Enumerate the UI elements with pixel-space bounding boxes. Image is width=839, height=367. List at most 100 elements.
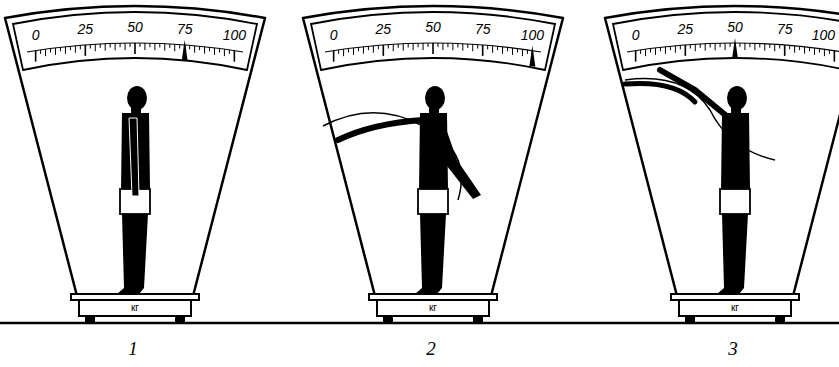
arm-motion-arc <box>323 113 461 200</box>
dial-number: 25 <box>78 22 94 36</box>
dial-tick <box>834 51 836 62</box>
dial-tick <box>759 43 760 47</box>
dial-tick <box>685 45 687 56</box>
dial-tick <box>779 45 780 49</box>
scale-foot <box>175 316 185 322</box>
arm-motion-arc <box>625 79 775 160</box>
dial-tick <box>462 44 463 51</box>
unit-label: кг <box>131 303 139 313</box>
person-neck <box>731 106 741 114</box>
dial-tick <box>482 45 484 56</box>
dial-tick <box>60 47 61 51</box>
dial-tick <box>408 43 409 47</box>
dial-tick <box>744 43 745 50</box>
dial-tick <box>502 47 503 54</box>
dial-tick <box>695 44 696 51</box>
dial-tick <box>789 45 790 49</box>
dial-tick <box>154 43 155 50</box>
dial-tick <box>100 44 101 48</box>
dial-tick <box>492 46 493 53</box>
scale-base <box>679 300 791 316</box>
dial-tick <box>829 50 830 54</box>
dial-tick <box>234 51 236 62</box>
dial-tick <box>338 50 339 54</box>
dial-tick <box>437 43 438 47</box>
dial-tick <box>373 46 374 53</box>
dial-tick <box>398 44 399 48</box>
dial-tick <box>144 43 145 50</box>
dial-tick <box>650 49 651 53</box>
dial-number: 25 <box>376 22 392 36</box>
dial-tick <box>80 45 81 49</box>
scale-base <box>79 300 191 316</box>
dial-number: 75 <box>777 22 793 36</box>
dial-tick <box>418 43 419 47</box>
dial-tick <box>125 43 126 50</box>
dial-tick <box>442 43 443 50</box>
dial-tick <box>40 50 41 54</box>
dial-tick <box>90 45 91 49</box>
person-legs <box>717 214 748 294</box>
figure-number: 2 <box>426 339 436 358</box>
dial-tick <box>35 51 37 62</box>
dial-tick <box>749 43 750 47</box>
dial-tick <box>720 43 721 47</box>
dial-tick <box>527 50 528 54</box>
dial-needle <box>529 46 535 67</box>
dial-tick <box>824 49 825 56</box>
dial-tick <box>764 44 765 51</box>
dial-tick <box>363 47 364 54</box>
dial-tick <box>660 47 661 51</box>
dial-number: 0 <box>632 28 640 42</box>
dial-number: 100 <box>521 28 544 42</box>
dial-tick <box>164 44 165 51</box>
dial-number: 100 <box>812 28 835 42</box>
dial-tick <box>754 43 755 50</box>
dial-tick <box>368 46 369 50</box>
scale-foot <box>383 316 393 322</box>
dial-tick <box>472 44 473 51</box>
dial-tick <box>457 43 458 47</box>
dial-tick <box>635 51 637 62</box>
scale-foot <box>775 316 785 322</box>
dial-number: 0 <box>330 28 338 42</box>
person-torso <box>721 113 750 190</box>
dial-tick <box>739 43 740 47</box>
dial-number: 0 <box>32 28 40 42</box>
dial-tick <box>348 49 349 53</box>
scale-base <box>377 300 489 316</box>
dial-tick <box>204 47 205 54</box>
unit-label: кг <box>429 303 437 313</box>
dial-tick <box>214 48 215 55</box>
dial-tick <box>670 46 671 50</box>
dial-tick <box>50 49 51 53</box>
dial-tick <box>149 43 150 47</box>
dial-tick <box>665 47 666 54</box>
dial-tick <box>209 47 210 51</box>
dial-tick <box>224 49 225 56</box>
dial-tick <box>343 49 344 56</box>
dial-tick <box>194 46 195 53</box>
person-arm <box>338 120 423 140</box>
dial-tick <box>799 46 800 50</box>
dial-tick <box>413 43 414 50</box>
dial-tick <box>70 46 71 50</box>
dial-tick <box>55 48 56 55</box>
dial-tick <box>358 47 359 51</box>
dial-tick <box>517 49 518 53</box>
dial-tick <box>725 43 726 50</box>
dial-tick <box>452 43 453 50</box>
dial-tick <box>432 43 434 54</box>
scale-housing <box>605 6 839 296</box>
dial-tick <box>428 43 429 47</box>
dial-tick <box>809 47 810 51</box>
dial-tick <box>65 47 66 54</box>
dial-tick <box>95 44 96 51</box>
dial-tick <box>705 44 706 51</box>
scale-housing <box>5 6 265 296</box>
dial-tick <box>645 49 646 56</box>
dial-tick <box>134 43 136 54</box>
dial-tick <box>640 50 641 54</box>
dial-tick <box>388 45 389 49</box>
